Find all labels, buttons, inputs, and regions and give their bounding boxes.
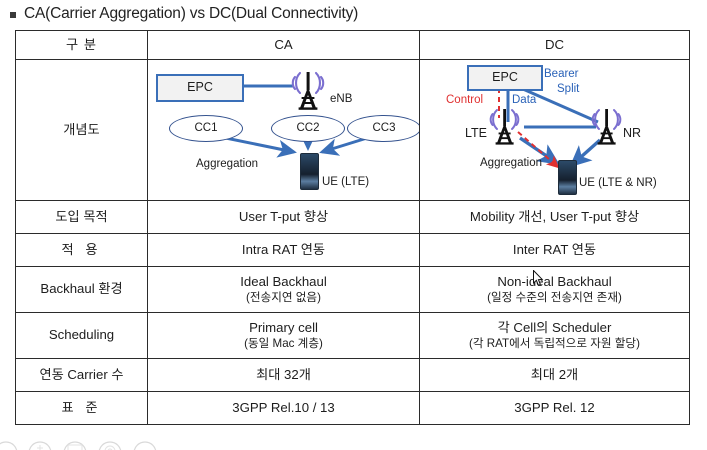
ca-aggregation-label: Aggregation xyxy=(196,158,259,170)
ca-enb-label: eNB xyxy=(330,93,353,105)
row-label-purpose: 도입 목적 xyxy=(15,200,148,234)
dc-concept-diagram: EPC Bearer Split Control Data LTE NR Agg… xyxy=(420,60,689,200)
table-row: 도입 목적 User T-put 향상 Mobility 개선, User T-… xyxy=(15,200,690,234)
cell-dc-backhaul-sub: (일정 수준의 전송지연 존재) xyxy=(487,291,622,304)
ca-carrier-cc2: CC2 xyxy=(271,115,345,142)
cell-dc-scheduling: 각 Cell의 Scheduler (각 RAT에서 독립적으로 자원 할당) xyxy=(419,312,690,359)
cell-dc-backhaul: Non-ideal Backhaul (일정 수준의 전송지연 존재) xyxy=(419,266,690,313)
row-label-backhaul: Backhaul 환경 xyxy=(15,266,148,313)
square-bullet-icon xyxy=(10,12,16,18)
cell-ca-standard: 3GPP Rel.10 / 13 xyxy=(147,391,420,425)
cell-dc-scheduling-main: 각 Cell의 Scheduler xyxy=(497,319,612,335)
cell-ca-carrier-count: 최대 32개 xyxy=(147,358,420,392)
ca-carrier-cc3: CC3 xyxy=(347,115,419,142)
table-row: Backhaul 환경 Ideal Backhaul (전송지연 없음) Non… xyxy=(15,266,690,313)
table-row: Scheduling Primary cell (동일 Mac 계층) 각 Ce… xyxy=(15,312,690,359)
dc-lte-label: LTE xyxy=(465,126,487,140)
cell-ca-application: Intra RAT 연동 xyxy=(147,233,420,267)
cell-ca-purpose: User T-put 향상 xyxy=(147,200,420,234)
dc-aggregation-label: Aggregation xyxy=(480,157,543,169)
dc-bearer-label-line1: Bearer xyxy=(544,68,579,80)
dc-nr-label: NR xyxy=(623,126,642,140)
cut-off-toolbar-strip xyxy=(0,436,707,450)
table-row: 연동 Carrier 수 최대 32개 최대 2개 xyxy=(15,358,690,392)
cell-dc-purpose: Mobility 개선, User T-put 향상 xyxy=(419,200,690,234)
header-cell-dc: DC xyxy=(419,30,690,60)
dc-ue-label: UE (LTE & NR) xyxy=(579,177,657,189)
row-label-carrier-count: 연동 Carrier 수 xyxy=(15,358,148,392)
cell-ca-scheduling: Primary cell (동일 Mac 계층) xyxy=(147,312,420,359)
dc-concept-diagram-cell: EPC Bearer Split Control Data LTE NR Agg… xyxy=(419,59,690,201)
row-label-application: 적 용 xyxy=(15,233,148,267)
comparison-table: 구 분 CA DC 개념도 xyxy=(15,30,690,425)
dc-bearer-label-line2: Split xyxy=(557,83,580,95)
ca-epc-box: EPC xyxy=(156,74,244,102)
ca-carrier-cc1: CC1 xyxy=(169,115,243,142)
cell-dc-standard: 3GPP Rel. 12 xyxy=(419,391,690,425)
row-label-standard: 표 준 xyxy=(15,391,148,425)
header-cell-division: 구 분 xyxy=(15,30,148,60)
cell-dc-scheduling-sub: (각 RAT에서 독립적으로 자원 할당) xyxy=(469,337,640,350)
ca-ue-label: UE (LTE) xyxy=(322,176,370,188)
mouse-pointer-icon xyxy=(533,269,545,288)
ca-concept-diagram: EPC eNB CC1 CC2 CC3 Aggregation UE (LTE) xyxy=(148,60,419,200)
slide-title: CA(Carrier Aggregation) vs DC(Dual Conne… xyxy=(10,2,700,26)
dc-ue-phone-icon xyxy=(558,160,577,195)
cell-ca-backhaul-sub: (전송지연 없음) xyxy=(246,291,321,304)
dc-epc-box: EPC xyxy=(467,65,543,91)
header-cell-ca: CA xyxy=(147,30,420,60)
dc-control-label: Control xyxy=(446,94,484,106)
cell-ca-scheduling-main: Primary cell xyxy=(249,319,318,335)
cut-off-toolbar-icons xyxy=(0,441,157,450)
cell-ca-backhaul-main: Ideal Backhaul xyxy=(240,273,327,289)
slide-title-text: CA(Carrier Aggregation) vs DC(Dual Conne… xyxy=(24,5,359,22)
table-row: 개념도 xyxy=(15,59,690,201)
cell-ca-scheduling-sub: (동일 Mac 계층) xyxy=(244,337,323,350)
ca-ue-phone-icon xyxy=(300,153,319,190)
ca-concept-diagram-cell: EPC eNB CC1 CC2 CC3 Aggregation UE (LTE) xyxy=(147,59,420,201)
table-row: 표 준 3GPP Rel.10 / 13 3GPP Rel. 12 xyxy=(15,391,690,425)
row-label-scheduling: Scheduling xyxy=(15,312,148,359)
cell-dc-application: Inter RAT 연동 xyxy=(419,233,690,267)
cell-ca-backhaul: Ideal Backhaul (전송지연 없음) xyxy=(147,266,420,313)
dc-data-label: Data xyxy=(512,94,537,106)
table-header-row: 구 분 CA DC xyxy=(15,30,690,60)
dc-diagram-svg xyxy=(489,84,622,169)
cell-dc-backhaul-main: Non-ideal Backhaul xyxy=(497,273,612,289)
table-row: 적 용 Intra RAT 연동 Inter RAT 연동 xyxy=(15,233,690,267)
cell-dc-carrier-count: 최대 2개 xyxy=(419,358,690,392)
row-label-concept: 개념도 xyxy=(15,59,148,201)
